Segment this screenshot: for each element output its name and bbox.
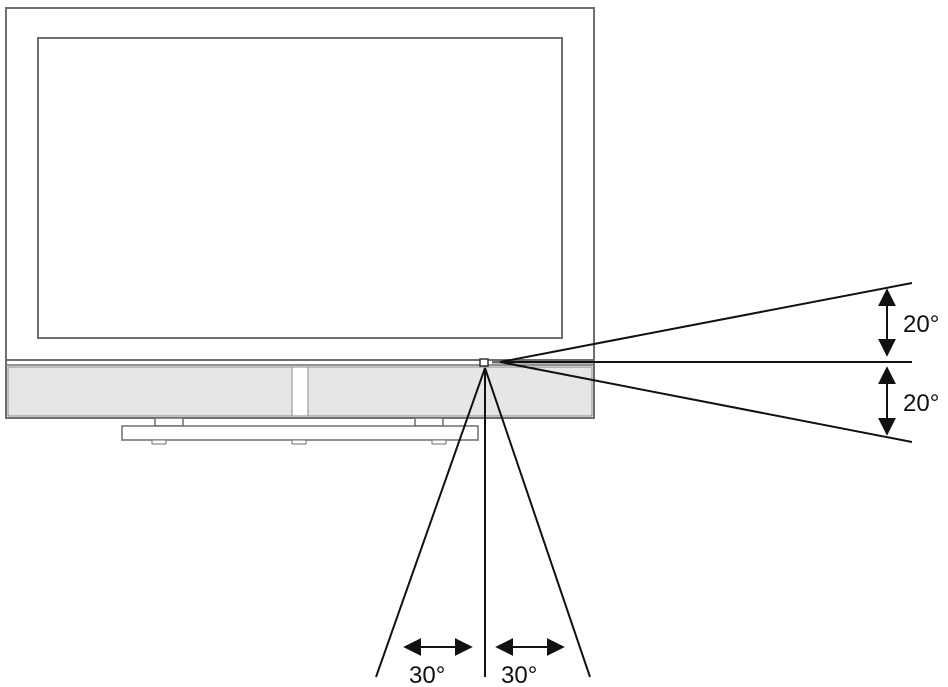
stand-foot-left [151, 439, 167, 445]
label-horizontal-right: 30° [501, 662, 537, 687]
horizontal-angle-lines [375, 367, 591, 678]
label-vertical-up: 20° [903, 311, 939, 338]
horizontal-left-ray [375, 367, 486, 678]
speaker-center-divider [291, 366, 309, 417]
vertical-angle-lines [499, 282, 913, 443]
tv-set [5, 7, 595, 419]
tv-stand [121, 417, 479, 445]
label-vertical-down: 20° [903, 390, 939, 417]
vertical-lower-ray [499, 361, 913, 443]
stand-base [121, 425, 479, 441]
remote-sensor [479, 358, 489, 367]
tv-screen [37, 37, 563, 339]
horizontal-right-ray [484, 367, 591, 678]
stand-foot-right [431, 439, 447, 445]
stand-post-right [414, 417, 444, 427]
label-horizontal-left: 30° [409, 662, 445, 687]
speaker-left [7, 366, 293, 417]
speaker-right [307, 366, 593, 417]
stand-post-left [154, 417, 184, 427]
vertical-upper-ray [499, 282, 913, 363]
stand-foot-center [291, 439, 307, 445]
